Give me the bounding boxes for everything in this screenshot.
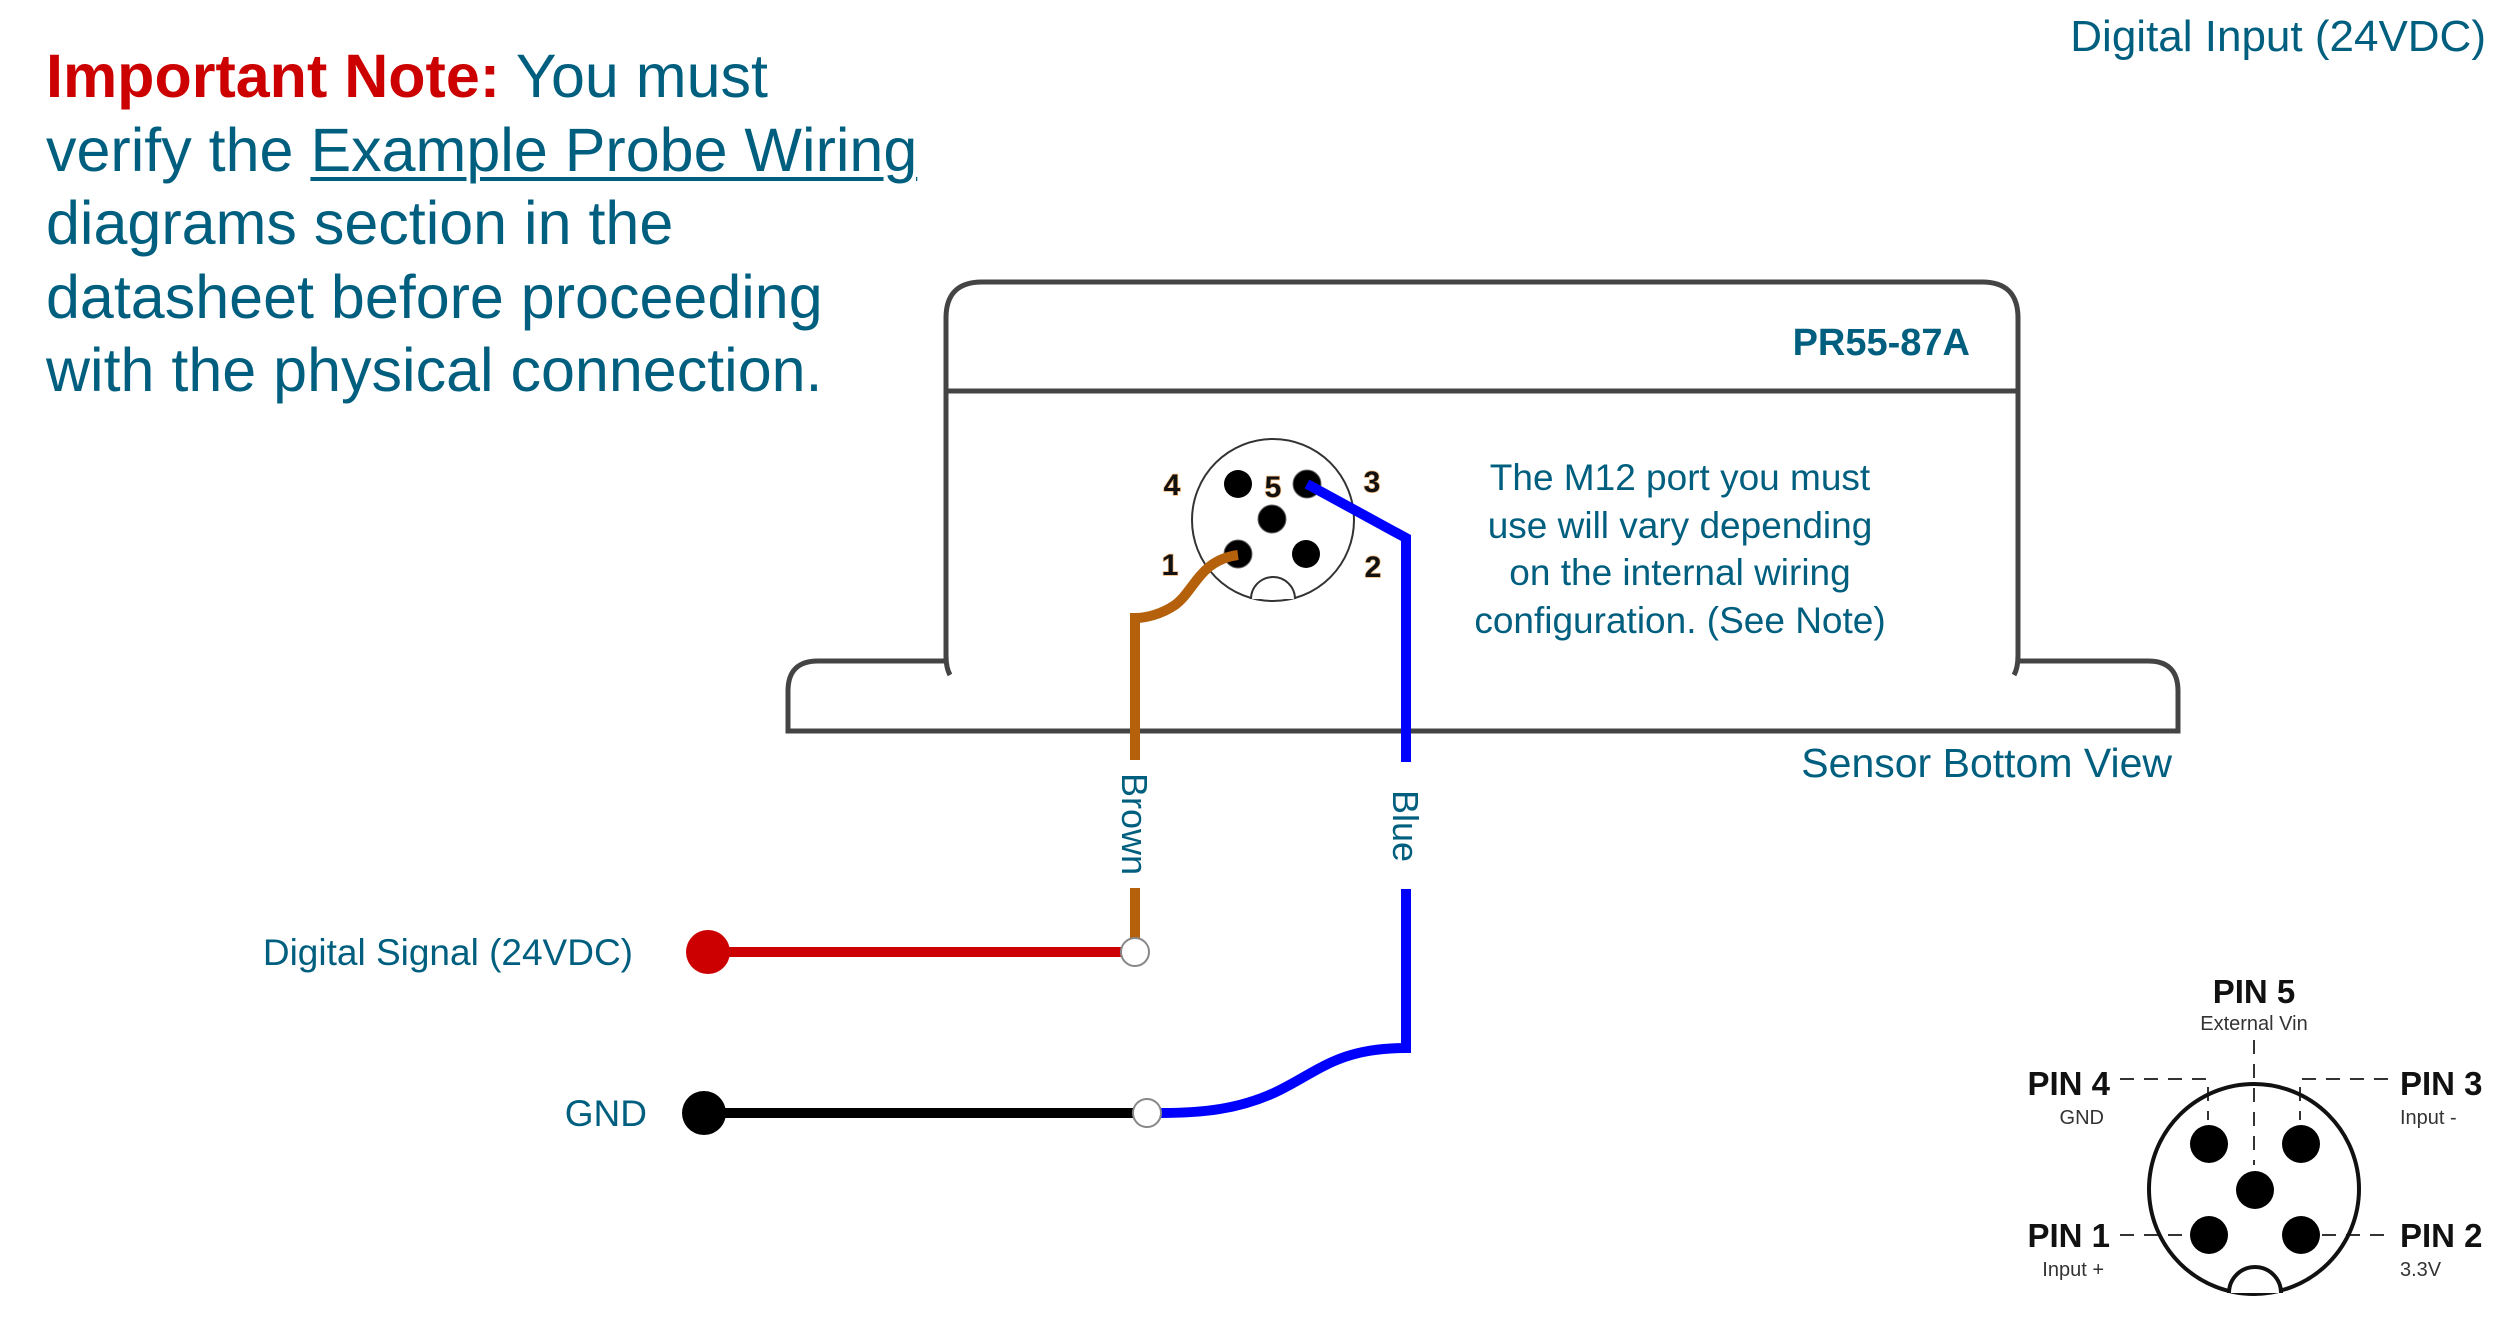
pin-number-4: 4	[1164, 469, 1181, 502]
port-note-line: configuration. (See Note)	[1474, 600, 1885, 641]
pin-2-contact	[1292, 540, 1320, 568]
sensor-view-label: Sensor Bottom View	[1801, 740, 2172, 786]
blue-wire-upper[interactable]	[1304, 479, 1411, 762]
blue-wire[interactable]	[1159, 479, 1411, 1118]
legend-pin4-name: PIN 4	[2027, 1065, 2110, 1102]
signal-terminal: Digital Signal (24VDC)	[263, 930, 1150, 974]
important-note: Important Note: You must verify the Exam…	[46, 40, 926, 408]
port-note: The M12 port you must use will vary depe…	[1474, 457, 1885, 641]
legend-connector-outline	[2147, 1082, 2361, 1296]
pin-number-5: 5	[1265, 471, 1282, 504]
blue-wire-label: Blue	[1385, 790, 1426, 862]
legend-leader-lines	[2120, 1040, 2390, 1236]
brown-wire-upper[interactable]	[1130, 550, 1239, 760]
legend-pin3-function: Input -	[2400, 1107, 2457, 1129]
leader-pin4	[2120, 1078, 2209, 1120]
legend-pin3-name: PIN 3	[2400, 1065, 2483, 1102]
legend-pin-2	[2282, 1216, 2320, 1254]
legend-pin-1	[2190, 1216, 2228, 1254]
legend-pin2-function: 3.3V	[2400, 1259, 2442, 1281]
gnd-label: GND	[565, 1093, 647, 1134]
legend-pin-3	[2282, 1125, 2320, 1163]
legend-pin-4	[2190, 1125, 2228, 1163]
leader-pin3	[2299, 1078, 2388, 1120]
legend-pin1-name: PIN 1	[2027, 1217, 2110, 1254]
pinout-legend: PIN 5 External Vin PIN 4 GND PIN 3 Input…	[2027, 973, 2483, 1296]
pin-number-2: 2	[1365, 551, 1382, 584]
legend-pin-5	[2236, 1171, 2274, 1209]
connector-keyway	[1250, 576, 1296, 600]
housing-flange-outline	[785, 658, 2181, 734]
legend-pin5-function: External Vin	[2200, 1013, 2307, 1035]
example-probe-wiring-link[interactable]: Example Probe Wiring	[310, 115, 918, 184]
pin-number-1: 1	[1162, 549, 1179, 582]
gnd-junction	[1132, 1098, 1162, 1128]
legend-pin5-name: PIN 5	[2213, 973, 2296, 1010]
gnd-terminal: GND	[565, 1091, 1162, 1135]
note-text-after: diagrams section in the datasheet before…	[46, 189, 823, 404]
signal-label: Digital Signal (24VDC)	[263, 932, 633, 973]
note-text-before: You must verify the	[46, 42, 768, 184]
pin-4-contact	[1224, 470, 1252, 498]
legend-pin4-function: GND	[2060, 1107, 2104, 1129]
port-note-line: use will vary depending	[1488, 505, 1873, 546]
sensor-model: PR55-87A	[1793, 322, 1970, 364]
legend-pin2-name: PIN 2	[2400, 1217, 2483, 1254]
signal-junction	[1120, 937, 1150, 967]
blue-wire-lower[interactable]	[1159, 889, 1411, 1118]
signal-terminal-dot[interactable]	[686, 930, 730, 974]
legend-keyway	[2227, 1265, 2283, 1294]
pin-5-contact	[1257, 504, 1287, 534]
port-note-line: The M12 port you must	[1490, 457, 1871, 498]
brown-wire[interactable]	[1130, 550, 1239, 940]
gnd-terminal-dot[interactable]	[682, 1091, 726, 1135]
diagram-title: Digital Input (24VDC)	[2070, 12, 2486, 61]
port-note-line: on the internal wiring	[1509, 552, 1850, 593]
pin-number-3: 3	[1364, 466, 1381, 499]
brown-wire-label: Brown	[1114, 773, 1155, 875]
sensor-housing	[785, 279, 2181, 734]
legend-pin1-function: Input +	[2042, 1259, 2104, 1281]
important-note-label: Important Note:	[46, 42, 501, 110]
